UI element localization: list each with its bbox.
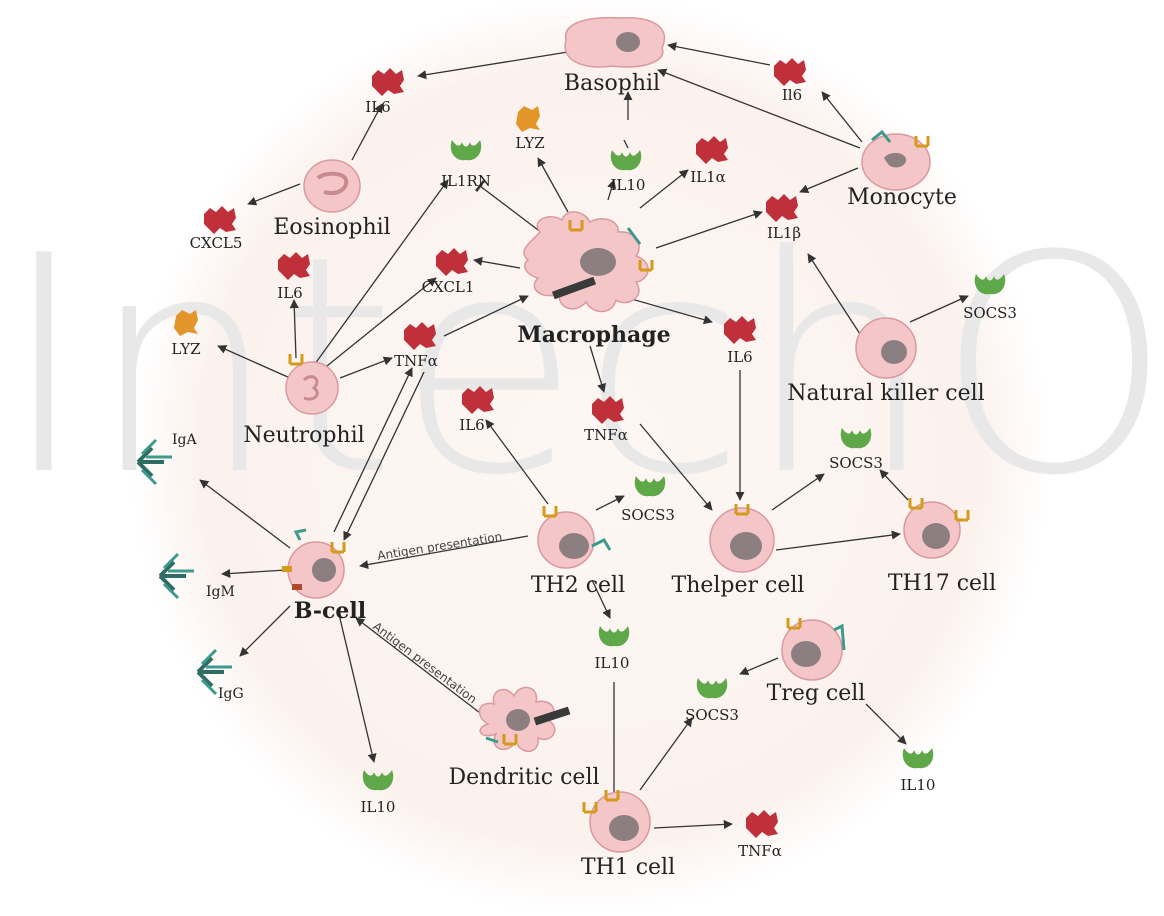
th2-cell [537,504,612,569]
igm-label: IgM [206,584,235,600]
th2-label: TH2 cell [531,573,625,598]
b-cell [282,528,346,599]
treg-cell [781,616,846,681]
thelper-cell [709,502,775,573]
socs3-th-label: SOCS3 [829,454,883,472]
monocyte-cell [861,129,931,191]
neutrophil-label: Neutrophil [243,423,364,448]
socs3-nk-label: SOCS3 [963,304,1017,322]
il10-treg-label: IL10 [901,776,936,794]
tnfa-th1-label: TNFα [738,842,782,860]
cells [282,16,970,853]
il6-mono-label: Il6 [782,86,802,104]
monocyte-label: Monocyte [847,185,957,210]
il10-top-label: IL10 [611,176,646,194]
il1a-label: IL1α [690,168,726,186]
dendritic-label: Dendritic cell [448,765,599,790]
th1-cell [582,788,651,853]
th17-label: TH17 cell [888,571,996,596]
il6-top-label: IL6 [365,98,390,116]
treg-label: Treg cell [767,681,866,706]
tnfa-mac-label: TNFα [584,426,628,444]
basophil-cell [564,16,665,68]
bcell-label: B-cell [294,598,366,624]
igg-label: IgG [218,686,244,702]
cxcl1-label: CXCL1 [422,278,475,296]
iga-label: IgA [172,432,197,448]
il6-mac-label: IL6 [727,348,752,366]
th1-label: TH1 cell [581,855,675,880]
macrophage-cell [523,211,654,313]
natural-killer-label: Natural killer cell [787,381,984,406]
lyz-top-label: LYZ [515,134,544,152]
il6-eos-label: IL6 [277,284,302,302]
il6-th2-label: IL6 [459,416,484,434]
tnfa-neut-label: TNFα [394,352,438,370]
natural-killer-cell [855,317,917,379]
il10-th2-label: IL10 [595,654,630,672]
labels: Basophil Monocyte Eosinophil Macrophage … [171,71,1017,880]
background-circle [130,0,1050,915]
il1b-label: IL1β [767,224,801,242]
socs3-th2-label: SOCS3 [621,506,675,524]
basophil-label: Basophil [564,71,660,96]
eosinophil-label: Eosinophil [273,215,390,240]
macrophage-label: Macrophage [517,322,670,348]
neutrophil-cell [285,352,339,415]
il10-b-label: IL10 [361,798,396,816]
edges [199,42,969,829]
thelper-label: Thelper cell [672,573,805,598]
cxcl5-label: CXCL5 [190,234,243,252]
eosinophil-cell [303,159,361,213]
lyz-left-label: LYZ [171,340,200,358]
dendritic-cell [478,686,571,752]
th17-cell [903,496,970,559]
socs3-treg-label: SOCS3 [685,706,739,724]
il1rn-label: IL1RN [441,172,491,190]
